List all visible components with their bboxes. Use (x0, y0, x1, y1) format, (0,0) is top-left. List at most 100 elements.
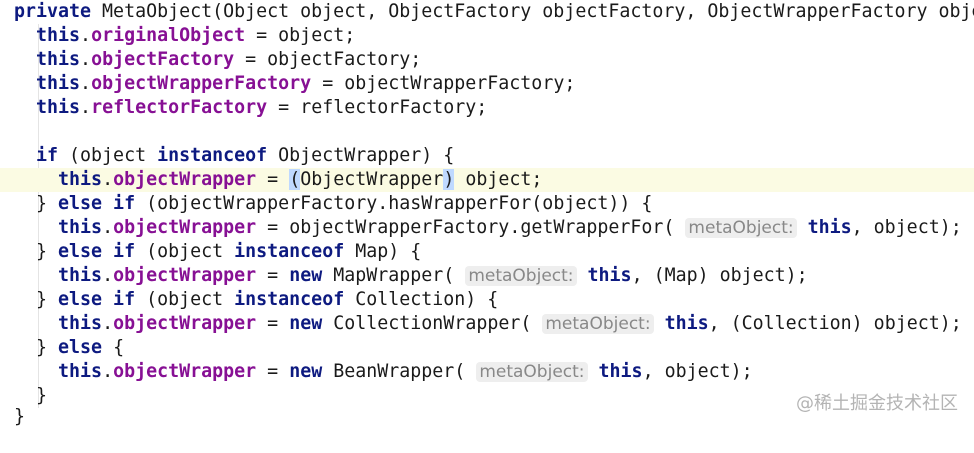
keyword-this: this (576, 265, 632, 286)
code-text: MapWrapper( (322, 265, 466, 286)
dot: . (102, 361, 114, 382)
keyword-this: this (653, 313, 709, 334)
code-text: } (14, 337, 59, 358)
code-line: } (0, 384, 974, 408)
keyword-this: this (14, 169, 103, 190)
keyword-this: this (14, 25, 81, 46)
dot: . (80, 97, 92, 118)
dot: . (102, 217, 114, 238)
dot: . (102, 313, 114, 334)
keyword-this: this (14, 217, 103, 238)
parameter-hint: metaObject: (476, 362, 588, 382)
code-text: ObjectWrapper (300, 169, 444, 190)
keyword-this: this (14, 97, 81, 118)
code-text: = objectFactory; (234, 49, 422, 70)
code-text: (object (135, 241, 235, 262)
parameter-hint: metaObject: (542, 314, 654, 334)
field-name: objectWrapper (113, 217, 257, 238)
code-text: , object); (851, 217, 962, 238)
closing-brace: } (14, 406, 26, 427)
code-line-signature: private MetaObject(Object object, Object… (0, 0, 974, 24)
field-name: objectWrapperFactory (91, 73, 312, 94)
field-name: objectWrapper (113, 265, 257, 286)
dot: . (102, 265, 114, 286)
code-line: this.originalObject = object; (0, 24, 974, 48)
field-name: reflectorFactory (91, 97, 268, 118)
code-text: , object); (642, 361, 753, 382)
code-line: this.objectWrapper = new CollectionWrapp… (0, 312, 974, 336)
keyword-instanceof: instanceof (157, 145, 268, 166)
code-text: } (14, 193, 59, 214)
keyword-this: this (14, 49, 81, 70)
code-text: { (102, 337, 125, 358)
code-text: } (14, 289, 59, 310)
code-line: } (0, 405, 974, 429)
signature-text: MetaObject(Object object, ObjectFactory … (91, 1, 974, 22)
code-text: } (14, 241, 59, 262)
code-line: this.reflectorFactory = reflectorFactory… (0, 96, 974, 120)
dot: . (80, 49, 92, 70)
parameter-hint: metaObject: (685, 218, 797, 238)
code-line: if (object instanceof ObjectWrapper) { (0, 144, 974, 168)
code-text: = (256, 313, 290, 334)
code-text: object; (454, 169, 543, 190)
code-text: (objectWrapperFactory.hasWrapperFor(obje… (135, 193, 653, 214)
code-text: BeanWrapper( (322, 361, 477, 382)
field-name: objectWrapper (113, 169, 257, 190)
code-line: } else { (0, 336, 974, 360)
matched-paren-open: ( (289, 169, 301, 190)
code-text: = objectWrapperFactory.getWrapperFor( (256, 217, 686, 238)
code-text: Map) { (344, 241, 422, 262)
code-text: (object (135, 289, 235, 310)
keyword-new: new (289, 361, 323, 382)
keyword-this: this (14, 265, 103, 286)
keyword-else: else (58, 337, 103, 358)
code-line: } else if (objectWrapperFactory.hasWrapp… (0, 192, 974, 216)
keyword-else-if: else if (58, 289, 136, 310)
keyword-this: this (796, 217, 852, 238)
dot: . (80, 73, 92, 94)
field-name: objectFactory (91, 49, 235, 70)
indent-guide (38, 24, 39, 408)
code-text: = (256, 169, 290, 190)
keyword-this: this (14, 73, 81, 94)
code-line-current: this.objectWrapper = (ObjectWrapper) obj… (0, 168, 974, 192)
parameter-hint: metaObject: (465, 266, 577, 286)
watermark: @稀土掘金技术社区 (796, 393, 958, 414)
code-text: = reflectorFactory; (267, 97, 488, 118)
code-line: } else if (object instanceof Map) { (0, 240, 974, 264)
code-line: } else if (object instanceof Collection)… (0, 288, 974, 312)
code-text: , (Collection) object); (708, 313, 962, 334)
keyword-else-if: else if (58, 193, 136, 214)
keyword-this: this (14, 313, 103, 334)
code-text: (object (58, 145, 158, 166)
field-name: objectWrapper (113, 313, 257, 334)
keyword-this: this (14, 361, 103, 382)
code-line: this.objectWrapper = objectWrapperFactor… (0, 216, 974, 240)
code-text: = (256, 265, 290, 286)
code-text: = (256, 361, 290, 382)
keyword-if: if (14, 145, 59, 166)
code-line: this.objectFactory = objectFactory; (0, 48, 974, 72)
code-line: this.objectWrapper = new MapWrapper( met… (0, 264, 974, 288)
keyword-new: new (289, 313, 323, 334)
matched-paren-close: ) (443, 169, 455, 190)
dot: . (80, 25, 92, 46)
code-line: this.objectWrapper = new BeanWrapper( me… (0, 360, 974, 384)
code-line: this.objectWrapperFactory = objectWrappe… (0, 72, 974, 96)
keyword-new: new (289, 265, 323, 286)
code-text: = object; (245, 25, 356, 46)
code-text: ObjectWrapper) { (267, 145, 455, 166)
keyword-instanceof: instanceof (234, 289, 345, 310)
code-text: = objectWrapperFactory; (311, 73, 576, 94)
dot: . (102, 169, 114, 190)
keyword-this: this (587, 361, 643, 382)
field-name: objectWrapper (113, 361, 257, 382)
field-name: originalObject (91, 25, 246, 46)
code-text: Collection) { (344, 289, 499, 310)
keyword-else-if: else if (58, 241, 136, 262)
code-text: CollectionWrapper( (322, 313, 543, 334)
keyword: private (14, 1, 92, 22)
closing-brace: } (14, 385, 48, 406)
keyword-instanceof: instanceof (234, 241, 345, 262)
